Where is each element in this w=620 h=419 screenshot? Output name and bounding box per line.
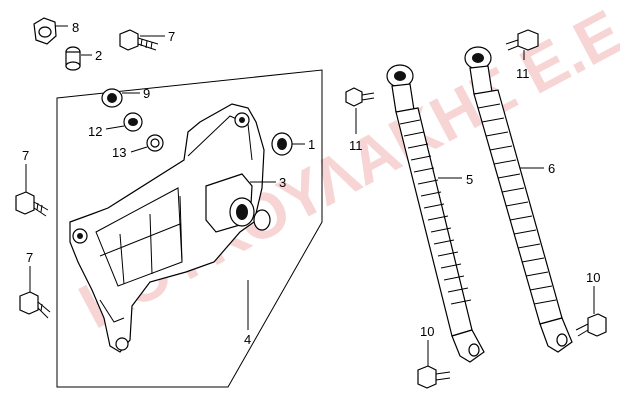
callout-9: 9 (143, 86, 150, 101)
part-1-bushing (271, 132, 293, 156)
callout-8: 8 (72, 20, 79, 35)
callout-7-top: 7 (168, 29, 175, 44)
assembly-frame (56, 69, 323, 388)
callout-11: 11 (349, 138, 363, 153)
part-13-washer (146, 134, 164, 152)
callout-12: 12 (88, 124, 102, 139)
callout-10-right: 10 (586, 270, 600, 285)
part-9-bushing (101, 88, 123, 108)
callout-7-left-upper: 7 (22, 148, 29, 163)
part-8-nut (33, 17, 57, 45)
leader-13 (130, 146, 148, 153)
part-5-shock-absorber (386, 64, 485, 363)
callout-3: 3 (279, 175, 286, 190)
callout-6: 6 (548, 161, 555, 176)
part-4-bracket (69, 103, 265, 353)
callout-13: 13 (112, 145, 126, 160)
callout-11-right: 11 (516, 66, 530, 81)
callout-1: 1 (308, 137, 315, 152)
part-10-bolt-bottom (417, 365, 451, 389)
callout-5: 5 (466, 172, 473, 187)
callout-10-bottom: 10 (420, 324, 434, 339)
part-7-bolt-right (505, 29, 539, 51)
part-6-shock-absorber (464, 46, 573, 353)
part-7-bolt-left-lower (19, 291, 51, 319)
part-11-bolt (345, 87, 375, 107)
callout-4: 4 (244, 332, 251, 347)
part-3-pivot-boss (205, 173, 271, 233)
part-7-bolt-left-upper (15, 191, 49, 217)
callout-7-left-lower: 7 (26, 250, 33, 265)
part-12-bushing (123, 112, 143, 132)
part-2-collar (65, 46, 81, 71)
callout-2: 2 (95, 48, 102, 63)
part-7-bolt-top (119, 29, 159, 51)
leader-12 (105, 125, 125, 130)
part-10-bolt-right (575, 313, 607, 337)
